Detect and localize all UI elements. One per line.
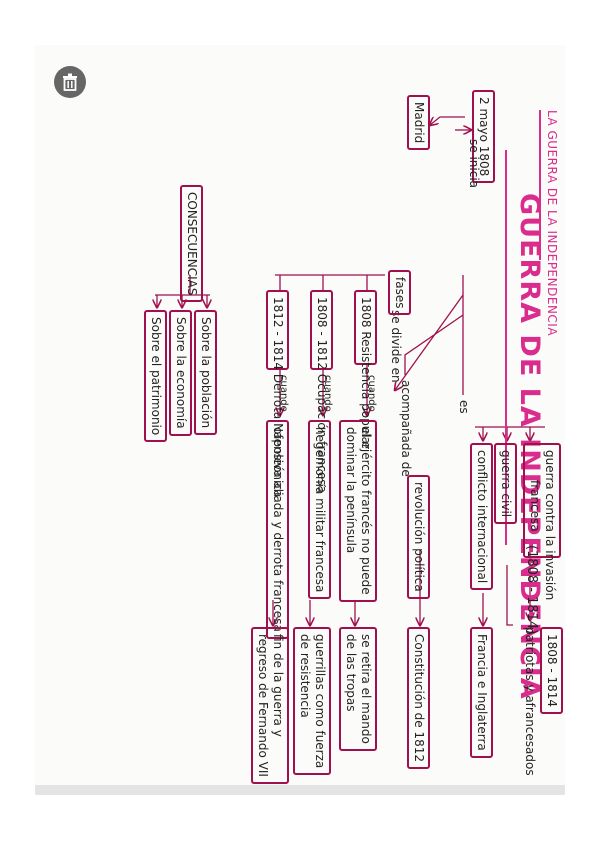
node-retirada: se retira el mando de las tropas [339, 627, 377, 751]
title-dates: (1808 - 1814) [524, 545, 539, 635]
subtitle: LA GUERRA DE LA INDEPENDENCIA [545, 110, 559, 337]
node-fases: fases [388, 270, 411, 316]
node-guerra-invasion: guerra contra la invasión francesa [523, 443, 561, 600]
connector [395, 294, 464, 390]
node-consecuencias: CONSECUENCIAS [180, 185, 203, 303]
node-madrid: Madrid [407, 95, 430, 151]
node-revolucion: revolución política [407, 475, 430, 599]
node-patrimonio: Sobre el patrimonio [144, 310, 167, 443]
label-se-inicia: se inicia [467, 139, 481, 189]
notebook-page: LA GUERRA DE LA INDEPENDENCIA GUERRA DE … [35, 45, 565, 795]
page-shadow [35, 785, 565, 795]
label-es: es [457, 400, 471, 414]
trash-icon [63, 73, 77, 91]
node-economia: Sobre la economía [169, 310, 192, 436]
connector [430, 116, 465, 125]
node-fase-2: 1808 - 1812 Ocupación francesa [310, 290, 333, 493]
node-fase-1: 1808 Resistencia popular [354, 290, 377, 449]
delete-button[interactable] [54, 66, 86, 98]
label-cuando: cuando [278, 375, 289, 412]
node-guerrillas: guerrillas como fuerza de resistencia [293, 627, 331, 776]
node-poblacion: Sobre la población [194, 310, 217, 436]
node-constitucion: Constitución de 1812 [407, 627, 430, 769]
label-cuando: cuando [322, 375, 333, 412]
node-ofensiva: ofensiva aliada y derrota francesa [266, 420, 289, 639]
connector [404, 314, 464, 375]
node-conflicto: conflicto internacional [470, 443, 493, 591]
node-hegemonia: hegemonía militar francesa [308, 420, 331, 600]
node-ejercito: el ejército francés no puede dominar la … [339, 420, 377, 602]
node-fase-3: 1812 - 1814 Derrota Napoleónica [266, 290, 289, 497]
node-patriotas: patriotas y afrancesados [523, 627, 537, 776]
node-guerra-civil: guerra civil [494, 443, 517, 525]
node-fechas: 1808 - 1814 [540, 627, 563, 715]
concept-map: LA GUERRA DE LA INDEPENDENCIA GUERRA DE … [35, 45, 565, 795]
connector [506, 565, 513, 626]
label-se-divide: se divide en [389, 310, 403, 383]
node-fin: fin de la guerra y regreso de Fernando V… [251, 627, 289, 784]
label-cuando: cuando [366, 375, 377, 412]
label-acompanada: acompañada de [399, 380, 413, 477]
connector-lines [35, 116, 545, 795]
node-francia: Francia e Inglaterra [470, 627, 493, 758]
